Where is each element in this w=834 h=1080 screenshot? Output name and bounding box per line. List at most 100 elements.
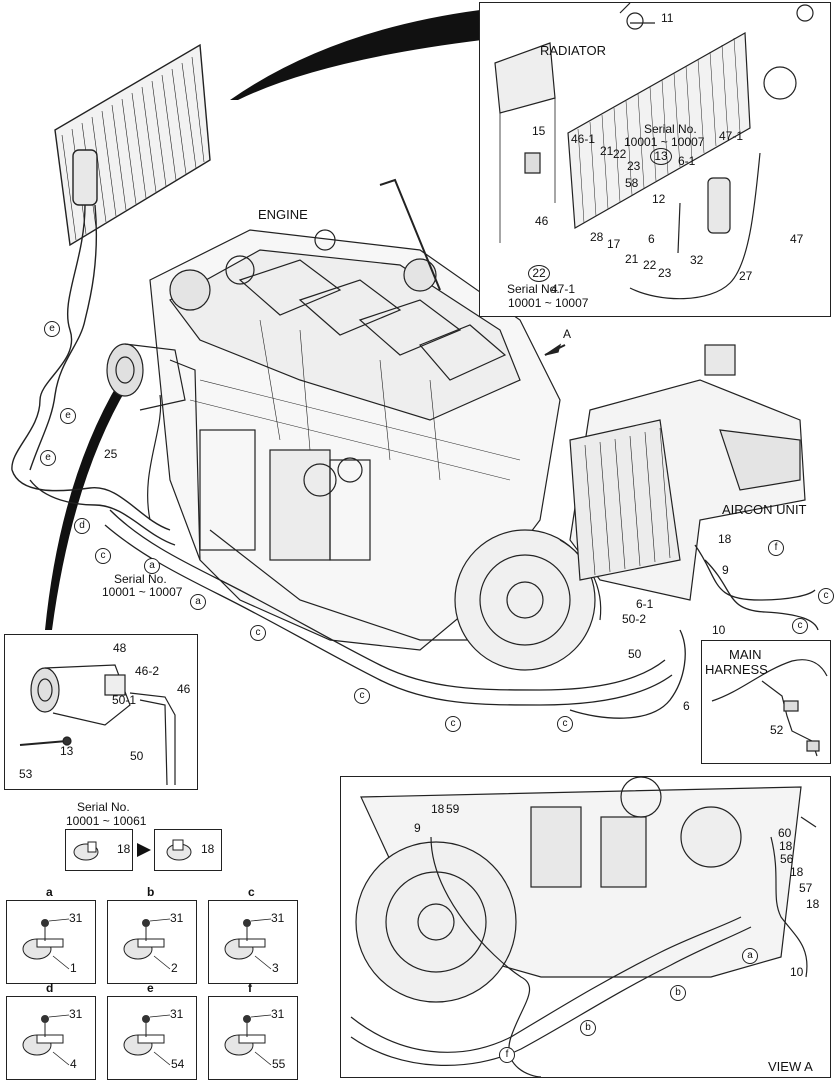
r-label-23b: 23 [658,266,672,280]
clamp-type-f [208,996,298,1080]
aircon-unit-drawing [569,344,806,601]
clamp-part-number: 4 [70,1057,77,1071]
serial-clamp-new-box [154,829,222,871]
label-50: 50 [628,647,642,661]
view-a-inset [340,776,831,1078]
r-label-28: 28 [590,230,604,244]
clamp-icon [22,1014,70,1066]
r-serial-no-2: Serial No. [507,282,560,296]
callout-c-2: c [250,625,266,641]
r-serial-range-2: 10001 ~ 10007 [508,296,589,310]
v-label-59: 59 [446,802,460,816]
callout-c-3: c [354,688,370,704]
main-harness-title-1: MAIN [729,647,762,662]
r-label-47-1b: 47-1 [551,282,576,296]
v-label-18b: 18 [779,839,793,853]
clamp-type-letter: c [248,885,255,899]
clamp-part-number: 3 [272,961,279,975]
label-18: 18 [718,532,732,546]
callout-e-3: e [40,450,56,466]
view-arrow-label: A [563,327,572,341]
serial-range-label: 10001 ~ 10007 [102,585,183,599]
view-arrow [544,343,562,356]
label-6: 6 [683,699,690,713]
label-50-2: 50-2 [622,612,647,626]
r-label-27: 27 [739,269,753,283]
engine-drawing [149,178,602,671]
r-label-46: 46 [535,214,549,228]
r-label-32: 32 [690,253,704,267]
callout-e-1: e [44,321,60,337]
r-label-47-1: 47-1 [719,129,744,143]
v-label-18d: 18 [806,897,820,911]
clamp-icon [224,1014,272,1066]
main-harness-title-2: HARNESS [705,662,768,677]
clamp-bolt-number: 31 [69,911,83,925]
arrow-right-icon [137,843,151,857]
c-label-50-1: 50-1 [112,693,137,707]
r-label-22c: 22 [643,258,657,272]
r-label-6-1: 6-1 [678,154,696,168]
r-label-17: 17 [607,237,621,251]
r-label-23: 23 [627,159,641,173]
clamp-type-letter: e [147,981,154,995]
clamp-new-icon [166,839,192,861]
clamp-old-icon [73,841,99,861]
callout-e-2: e [60,408,76,424]
r-label-46-1: 46-1 [571,132,596,146]
compressor-inset [4,634,198,790]
clamp-part-number: 55 [272,1057,286,1071]
callout-c-1: c [95,548,111,564]
r-label-12: 12 [652,192,666,206]
callout-a-1: a [144,558,160,574]
main-harness-drawing [711,659,828,757]
view-a-title: VIEW A [768,1059,813,1074]
clamp-bolt-number: 31 [271,911,285,925]
clamp-type-letter: b [147,885,155,899]
serial-clamp-serial-no: Serial No. [77,800,130,814]
clamp-part-number: 1 [70,961,77,975]
r-label-21: 21 [600,144,614,158]
clamp-type-a [6,900,96,984]
r-serial-no: Serial No. [644,122,697,136]
c-label-46-2: 46-2 [135,664,160,678]
c-label-13: 13 [60,744,74,758]
v-callout-a: a [742,948,758,964]
v-label-10: 10 [790,965,804,979]
clamp-type-c [208,900,298,984]
r-label-15: 15 [532,124,546,138]
label-9: 9 [722,563,729,577]
serial-clamp-old-box [65,829,133,871]
c-label-50: 50 [130,749,144,763]
r-label-21b: 21 [625,252,639,266]
clamp-type-b [107,900,197,984]
label-6-1: 6-1 [636,597,654,611]
engine-title: ENGINE [258,207,308,222]
serial-clamp-range: 10001 ~ 10061 [66,814,147,828]
r-label-22: 22 [613,147,627,161]
compressor-drawing [106,343,201,561]
serial-clamp-label-18a: 18 [117,842,131,856]
clamp-bolt-number: 31 [271,1007,285,1021]
background-arc-lower [45,380,128,630]
callout-c-4: c [445,716,461,732]
clamp-part-number: 2 [171,961,178,975]
v-label-18: 18 [431,802,445,816]
v-label-60: 60 [778,826,792,840]
r-serial-range: 10001 ~ 10007 [624,135,705,149]
r-label-47: 47 [790,232,804,246]
c-label-53: 53 [19,767,33,781]
clamp-bolt-number: 31 [170,911,184,925]
clamp-icon [123,918,171,970]
v-label-56: 56 [780,852,794,866]
label-52: 52 [770,723,784,737]
r-label-22-circled: 22 [528,265,550,282]
r-label-6: 6 [648,232,655,246]
background-arc [230,10,482,100]
clamp-type-d [6,996,96,1080]
v-label-57: 57 [799,881,813,895]
hose-routing [104,343,819,719]
radiator-title: RADIATOR [540,43,606,58]
v-callout-b-1: b [670,985,686,1001]
